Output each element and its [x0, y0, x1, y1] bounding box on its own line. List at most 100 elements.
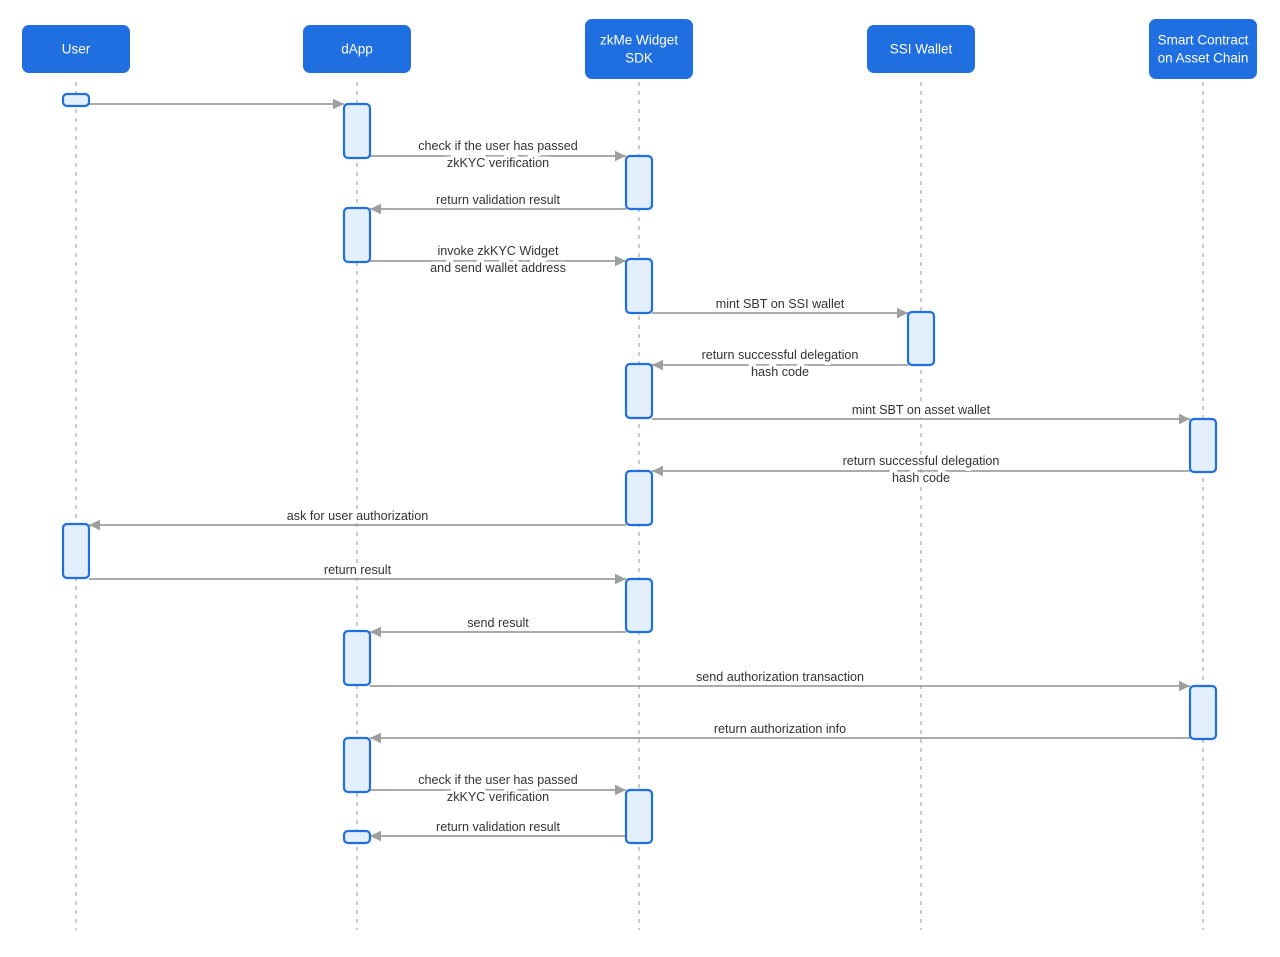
- participant-label: SSI Wallet: [890, 42, 953, 57]
- message-label-halo: mint SBT on asset wallet: [852, 403, 991, 417]
- message-label: ask for user authorization: [287, 509, 428, 523]
- message-label: return successful delegation: [843, 454, 1000, 468]
- participant-chain[interactable]: Smart Contract on Asset Chain: [1149, 19, 1257, 79]
- activation-bar-sdk: [624, 469, 654, 527]
- participant-label: Smart Contract: [1158, 33, 1249, 48]
- message-label: return successful delegation: [702, 348, 859, 362]
- activations-layer: [61, 92, 1218, 845]
- message-label: mint SBT on asset wallet: [852, 403, 991, 417]
- message-label-halo: hash code: [892, 471, 950, 485]
- activation-bar-user: [61, 522, 91, 580]
- message-label: return validation result: [436, 193, 560, 207]
- participant-dapp[interactable]: dApp: [303, 25, 411, 73]
- message-arrowhead: [652, 465, 663, 477]
- message-label-halo: and send wallet address: [430, 261, 566, 275]
- message-label-halo: zkKYC verification: [447, 790, 549, 804]
- participant-label: SDK: [625, 51, 653, 66]
- message-label-halo: return successful delegation: [702, 348, 859, 362]
- message-label: zkKYC verification: [447, 790, 549, 804]
- message-label: hash code: [751, 365, 809, 379]
- activation-bar-dapp: [342, 206, 372, 264]
- message-label-halo: ask for user authorization: [287, 509, 428, 523]
- message-label: send result: [467, 616, 529, 630]
- message-1: [89, 98, 344, 110]
- activation-bar-chain: [1188, 417, 1218, 474]
- participant-box[interactable]: [303, 25, 411, 73]
- message-label-halo: check if the user has passed: [418, 773, 578, 787]
- message-arrowhead: [652, 359, 663, 371]
- participant-user[interactable]: User: [22, 25, 130, 73]
- participant-label: dApp: [341, 42, 373, 57]
- activation-bar-ssi: [906, 310, 936, 367]
- message-arrowhead: [1179, 413, 1190, 425]
- message-arrowhead: [370, 203, 381, 215]
- message-label-halo: return validation result: [436, 193, 560, 207]
- message-label: check if the user has passed: [418, 773, 578, 787]
- message-label: return validation result: [436, 820, 560, 834]
- message-label: mint SBT on SSI wallet: [716, 297, 845, 311]
- activation-bar-user: [61, 92, 91, 108]
- message-arrowhead: [370, 732, 381, 744]
- message-arrowhead: [615, 150, 626, 162]
- participant-label: User: [62, 42, 91, 57]
- activation-bar-sdk: [624, 257, 654, 315]
- message-arrowhead: [615, 784, 626, 796]
- message-label: return result: [324, 563, 392, 577]
- activation-bar-dapp: [342, 629, 372, 687]
- message-label: zkKYC verification: [447, 156, 549, 170]
- activation-bar-sdk: [624, 788, 654, 845]
- message-arrowhead: [615, 255, 626, 267]
- participant-label: zkMe Widget: [600, 33, 678, 48]
- message-label-halo: mint SBT on SSI wallet: [716, 297, 845, 311]
- activation-bar-sdk: [624, 154, 654, 211]
- message-label: and send wallet address: [430, 261, 566, 275]
- message-arrowhead: [89, 519, 100, 531]
- activation-bar-dapp: [342, 829, 372, 845]
- message-label: send authorization transaction: [696, 670, 864, 684]
- message-label-halo: hash code: [751, 365, 809, 379]
- participant-label: on Asset Chain: [1158, 51, 1249, 66]
- participant-box[interactable]: [867, 25, 975, 73]
- message-arrowhead: [333, 98, 344, 110]
- activation-bar-dapp: [342, 102, 372, 160]
- message-arrowhead: [370, 830, 381, 842]
- messages-layer: check if the user has passed check if the…: [89, 98, 1190, 842]
- message-label-halo: return result: [324, 563, 392, 577]
- activation-bar-sdk: [624, 362, 654, 420]
- message-arrowhead: [1179, 680, 1190, 692]
- message-arrowhead: [615, 573, 626, 585]
- participant-ssi[interactable]: SSI Wallet: [867, 25, 975, 73]
- message-label-halo: send authorization transaction: [696, 670, 864, 684]
- message-label-halo: invoke zkKYC Widget: [437, 244, 559, 258]
- participant-box[interactable]: [22, 25, 130, 73]
- activation-bar-dapp: [342, 736, 372, 794]
- message-label-halo: send result: [467, 616, 529, 630]
- participant-box[interactable]: [1149, 19, 1257, 79]
- message-label-halo: check if the user has passed: [418, 139, 578, 153]
- message-label: return authorization info: [714, 722, 846, 736]
- activation-bar-chain: [1188, 684, 1218, 741]
- message-arrowhead: [897, 307, 908, 319]
- participant-box[interactable]: [585, 19, 693, 79]
- message-arrowhead: [370, 626, 381, 638]
- message-label-halo: return validation result: [436, 820, 560, 834]
- message-label: check if the user has passed: [418, 139, 578, 153]
- message-label: invoke zkKYC Widget: [437, 244, 559, 258]
- message-label-halo: zkKYC verification: [447, 156, 549, 170]
